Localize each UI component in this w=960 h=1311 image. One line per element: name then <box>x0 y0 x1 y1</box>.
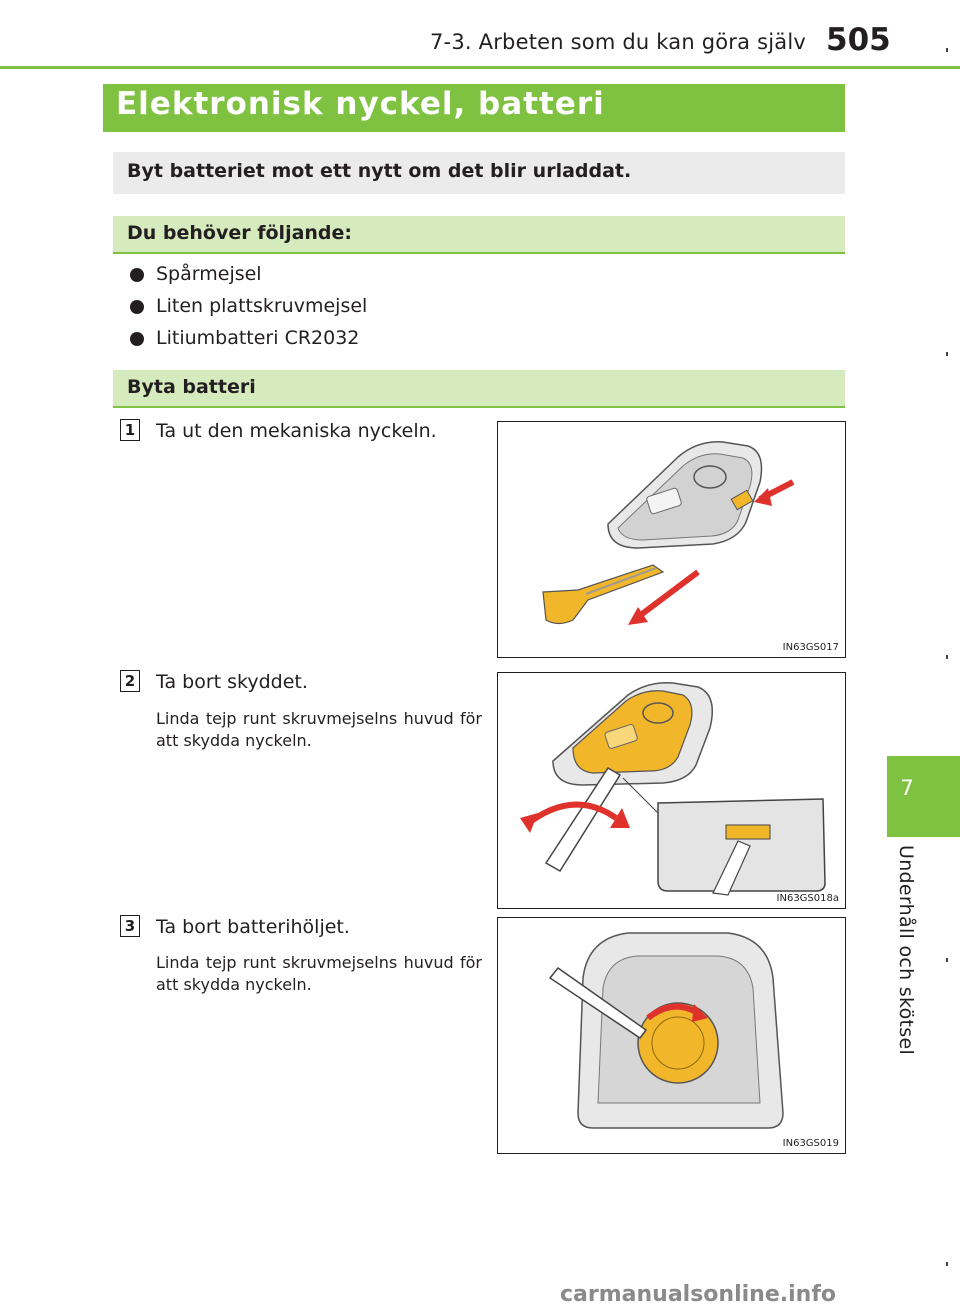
section-bar-replace <box>113 370 845 408</box>
crop-mark <box>946 48 948 52</box>
running-header: 7-3. Arbeten som du kan göra själv <box>430 30 806 54</box>
bullet-icon <box>130 332 144 346</box>
figure-code: IN63GS018a <box>776 893 839 904</box>
chapter-tab <box>887 756 960 836</box>
rotate-arrow-icon <box>524 801 618 828</box>
slot-icon <box>725 824 771 840</box>
release-latch-icon <box>730 489 754 511</box>
figure-code: IN63GS019 <box>782 1138 839 1149</box>
section-heading-requirements: Du behöver följande: <box>127 222 353 244</box>
chapter-tab-rule <box>887 836 960 837</box>
step-1-text: Ta ut den mekaniska nyckeln. <box>156 420 437 442</box>
crop-mark <box>946 352 948 356</box>
header-rule <box>0 66 960 69</box>
screwdriver-icon <box>544 766 622 873</box>
cover-removal-illustration <box>520 682 826 896</box>
mechanical-key-icon <box>542 564 665 625</box>
figure-remove-mechanical-key: IN63GS017 <box>497 421 846 658</box>
step-number-2: 2 <box>120 670 140 692</box>
chapter-number: 7 <box>900 776 914 800</box>
key-fob-illustration <box>542 441 795 625</box>
intro-text: Byt batteriet mot ett nytt om det blir u… <box>127 160 632 182</box>
pull-arrow-icon <box>636 569 700 620</box>
figure-remove-cover: IN63GS018a <box>497 672 846 909</box>
push-arrow-head-icon <box>754 488 772 506</box>
chapter-label: Underhåll och skötsel <box>895 845 917 1056</box>
list-item: Liten plattskruvmejsel <box>156 295 368 317</box>
watermark: carmanualsonline.info <box>560 1282 836 1307</box>
logo-icon <box>642 702 674 724</box>
bullet-icon <box>130 300 144 314</box>
step-3-note: Linda tejp runt skruvmejselns huvud för … <box>156 953 482 994</box>
step-3-text: Ta bort batterihöljet. <box>156 916 350 938</box>
button-icon <box>646 487 682 515</box>
page-title: Elektronisk nyckel, batteri <box>116 86 605 122</box>
figure-remove-battery-cover: IN63GS019 <box>497 917 846 1154</box>
figure-code: IN63GS017 <box>782 642 839 653</box>
bullet-icon <box>130 268 144 282</box>
step-2-note: Linda tejp runt skruvmejselns huvud för … <box>156 709 482 750</box>
list-item: Litiumbatteri CR2032 <box>156 327 360 349</box>
battery-cover-illustration <box>548 932 784 1129</box>
list-item: Spårmejsel <box>156 263 262 285</box>
crop-mark <box>946 958 948 962</box>
crop-mark <box>946 1262 948 1266</box>
logo-icon <box>693 465 727 489</box>
page-number: 505 <box>826 22 891 58</box>
step-number-3: 3 <box>120 915 140 937</box>
crop-mark <box>946 655 948 659</box>
battery-cover-icon <box>637 1002 719 1084</box>
intro-box <box>113 152 845 194</box>
section-bar-requirements <box>113 216 845 254</box>
screwdriver-icon <box>548 966 648 1040</box>
step-2-text: Ta bort skyddet. <box>156 671 308 693</box>
title-bar <box>103 84 845 132</box>
section-heading-replace: Byta batteri <box>127 376 256 398</box>
step-number-1: 1 <box>120 419 140 441</box>
pull-arrow-head-icon <box>628 607 648 625</box>
